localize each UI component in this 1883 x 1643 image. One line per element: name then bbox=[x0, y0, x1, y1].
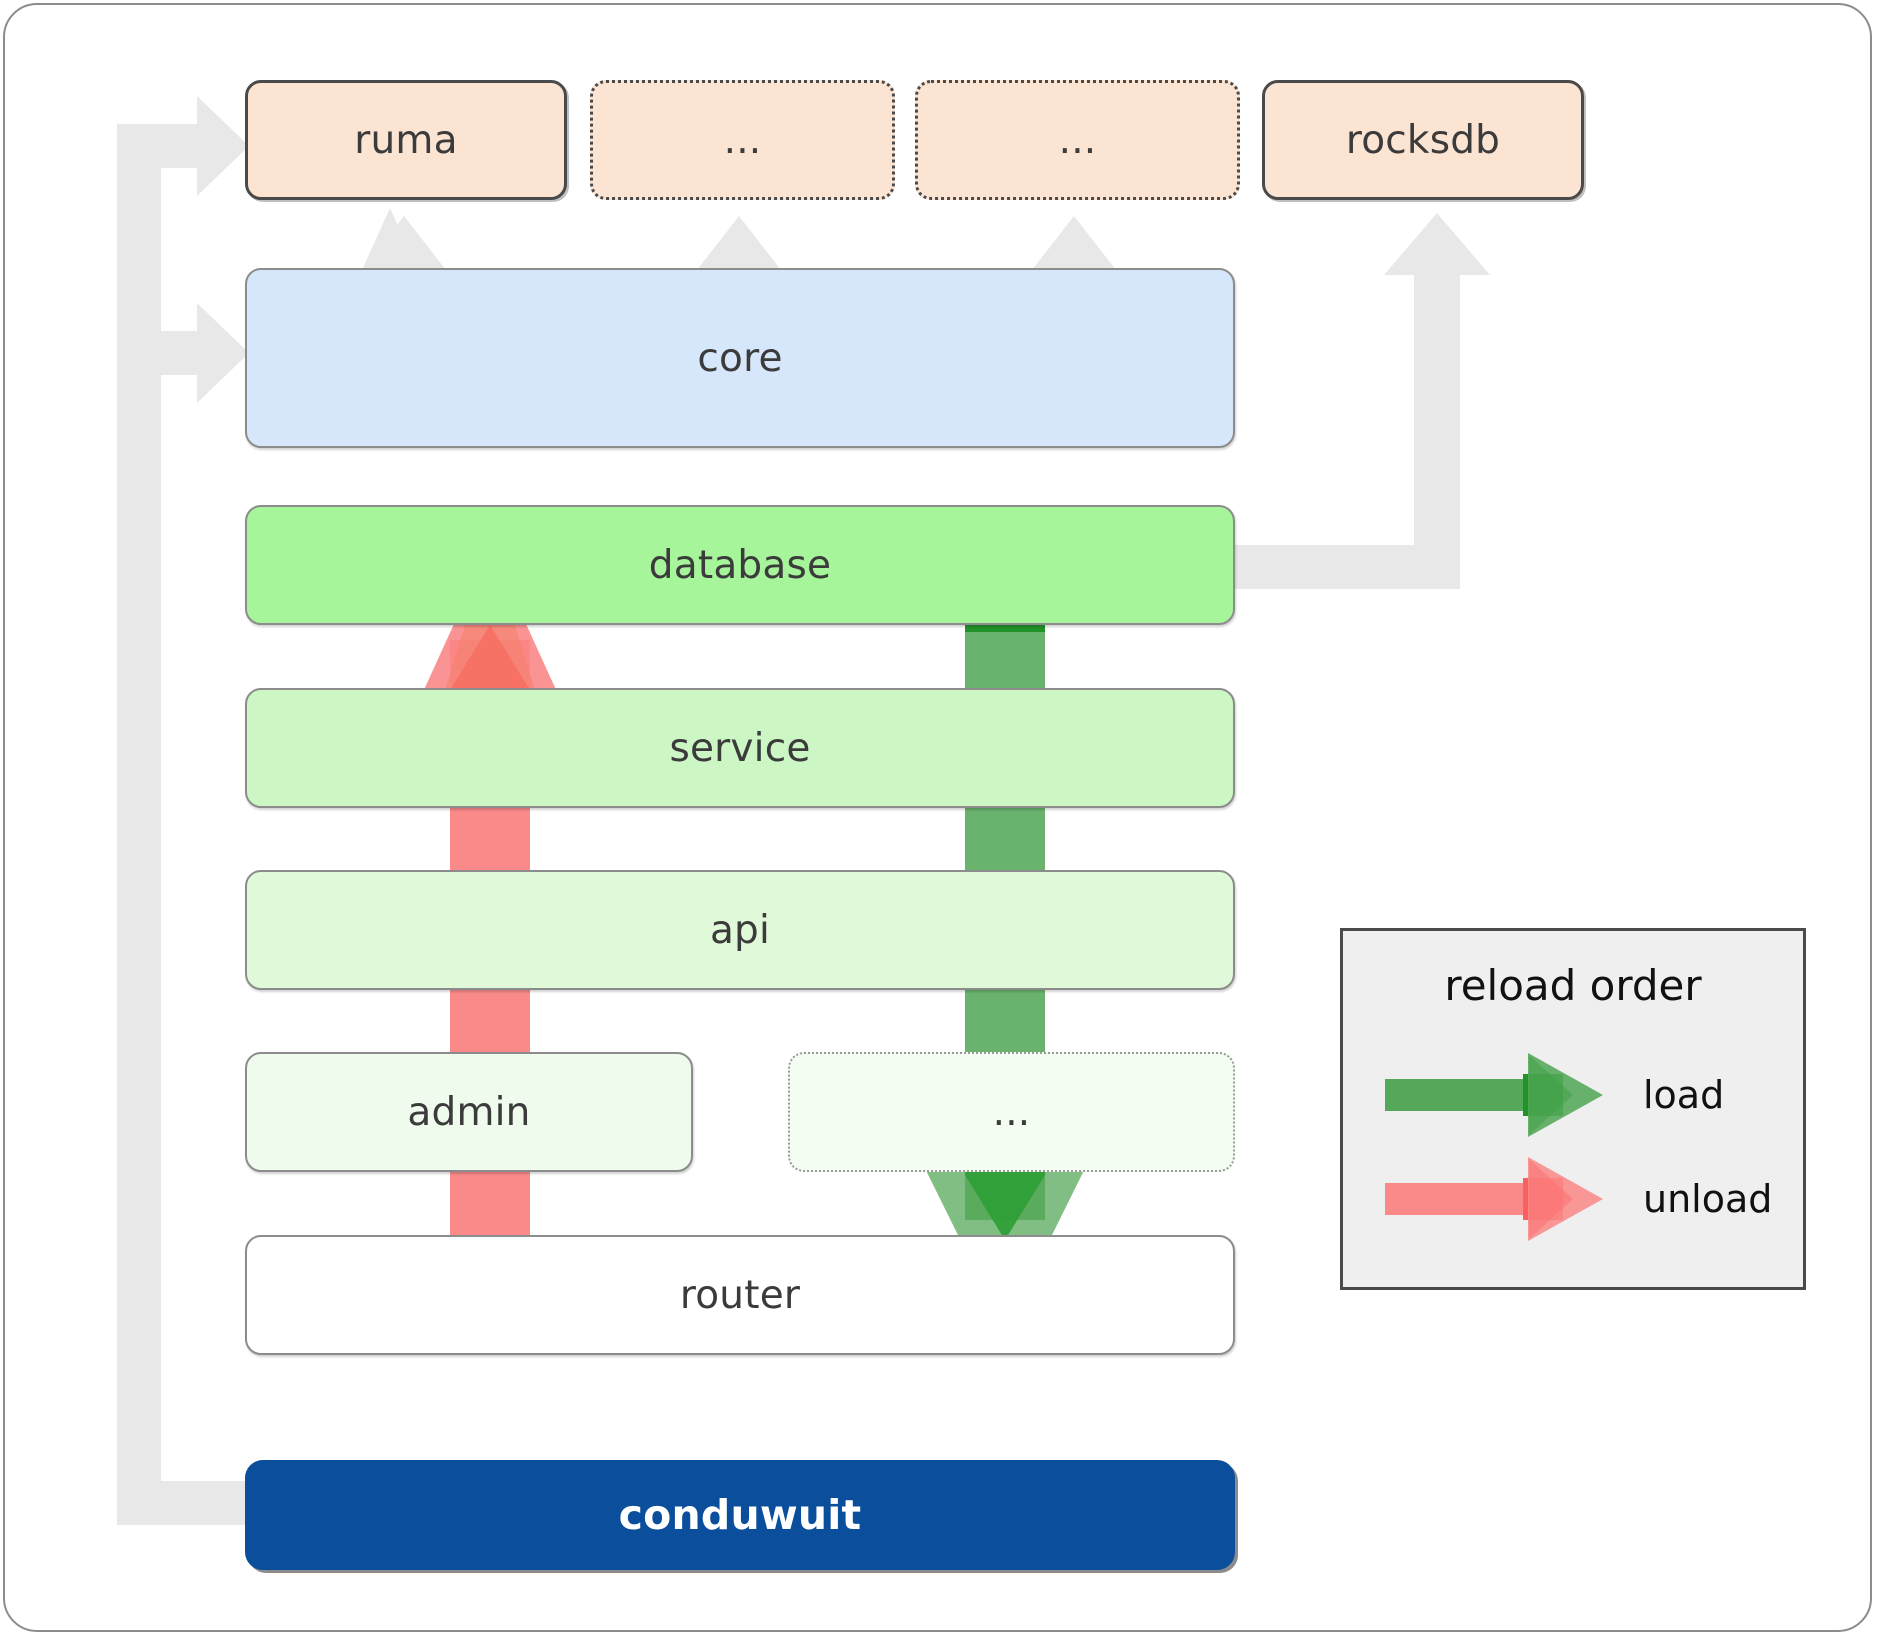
dependency-label: ... bbox=[723, 117, 762, 163]
layer-box-router[interactable]: router bbox=[245, 1235, 1235, 1355]
main-app-label: conduwuit bbox=[618, 1491, 862, 1539]
dependency-box-ruma[interactable]: ruma bbox=[245, 80, 567, 200]
dependency-box-rocksdb[interactable]: rocksdb bbox=[1262, 80, 1584, 200]
layer-label: ... bbox=[992, 1089, 1031, 1135]
layer-label: database bbox=[648, 542, 832, 588]
dependency-label: ruma bbox=[354, 117, 458, 163]
layer-box-database[interactable]: database bbox=[245, 505, 1235, 625]
legend-panel: reload order load unload bbox=[1340, 928, 1806, 1290]
layer-label: api bbox=[709, 907, 771, 953]
dependency-box-ellipsis-2[interactable]: ... bbox=[915, 80, 1240, 200]
layer-box-core[interactable]: core bbox=[245, 268, 1235, 448]
layer-box-admin[interactable]: admin bbox=[245, 1052, 693, 1172]
dependency-box-ellipsis-1[interactable]: ... bbox=[590, 80, 895, 200]
layer-label: core bbox=[697, 335, 783, 381]
legend-load-arrow-icon bbox=[1385, 1053, 1603, 1137]
legend-label-load: load bbox=[1643, 1073, 1725, 1117]
legend-title: reload order bbox=[1444, 961, 1702, 1010]
legend-arrow-graphics bbox=[1385, 1053, 1603, 1241]
main-app-box-conduwuit[interactable]: conduwuit bbox=[245, 1460, 1235, 1570]
layer-box-service[interactable]: service bbox=[245, 688, 1235, 808]
layer-label: router bbox=[679, 1272, 801, 1318]
layer-box-api[interactable]: api bbox=[245, 870, 1235, 990]
layer-label: admin bbox=[407, 1089, 531, 1135]
legend-unload-arrow-icon bbox=[1385, 1157, 1603, 1241]
diagram-frame bbox=[3, 3, 1872, 1632]
layer-box-ellipsis[interactable]: ... bbox=[788, 1052, 1235, 1172]
legend-label-unload: unload bbox=[1643, 1177, 1773, 1221]
layer-label: service bbox=[669, 725, 811, 771]
dependency-label: rocksdb bbox=[1345, 117, 1501, 163]
dependency-label: ... bbox=[1058, 117, 1097, 163]
